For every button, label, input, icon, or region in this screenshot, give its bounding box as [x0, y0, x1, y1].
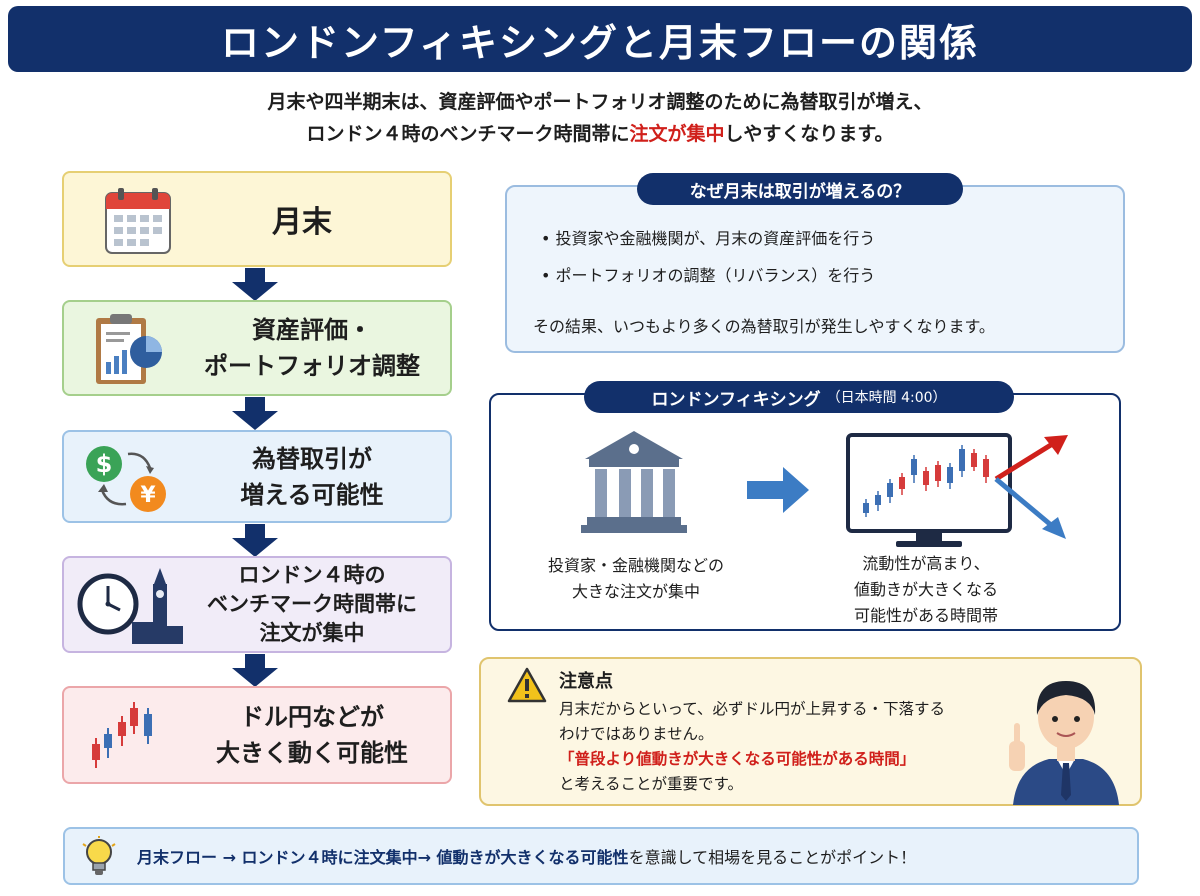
- why-result: その結果、いつもより多くの為替取引が発生しやすくなります。: [533, 317, 995, 336]
- why-panel: なぜ月末は取引が増えるの？ • 投資家や金融機関が、月末の資産評価を行う • ポ…: [505, 173, 1125, 353]
- caution-line-2: わけではありません。: [559, 725, 714, 743]
- step-3-text: 為替取引が 増える可能性: [184, 432, 440, 521]
- why-panel-heading: なぜ月末は取引が増えるの？: [637, 173, 963, 205]
- down-arrow-2: [232, 397, 278, 430]
- caution-line-1: 月末だからといって、必ずドル円が上昇する・下落する: [559, 700, 945, 718]
- intro-line-2-a: ロンドン４時のベンチマーク時間帯に: [306, 123, 630, 145]
- step-1-line-1: 月末: [272, 205, 332, 240]
- clipboard-chart-icon: [96, 314, 162, 384]
- down-arrow-1: [232, 268, 278, 301]
- bottom-part-1: 月末フロー → ロンドン４時に: [137, 848, 354, 867]
- right-arrow-icon: [747, 467, 809, 513]
- warning-icon: [507, 667, 547, 703]
- step-2-line-2: ポートフォリオ調整: [204, 352, 420, 380]
- fixing-right-caption-3: 可能性がある時間帯: [853, 606, 998, 625]
- step-asset-valuation: 資産評価・ ポートフォリオ調整: [62, 300, 452, 396]
- candlestick-icon: [92, 702, 152, 768]
- step-london-4pm: ロンドン４時の ベンチマーク時間帯に 注文が集中: [62, 556, 452, 653]
- caution-highlight: 「普段より値動きが大きくなる可能性がある時間」: [559, 750, 916, 768]
- clock-big-ben-icon: [77, 568, 183, 644]
- intro-line-2: ロンドン４時のベンチマーク時間帯に注文が集中しやすくなります。: [0, 118, 1200, 150]
- step-5-text: ドル円などが 大きく動く可能性: [184, 688, 440, 782]
- bottom-summary-bar: 月末フロー → ロンドン４時に注文集中 → 値動きが大きくなる可能性を意識して相…: [63, 827, 1139, 885]
- calendar-icon: [105, 188, 171, 254]
- caution-panel: 注意点 月末だからといって、必ずドル円が上昇する・下落する わけではありません。…: [479, 657, 1142, 806]
- currency-exchange-icon: $ ¥: [86, 446, 166, 512]
- title-banner: ロンドンフィキシングと月末フローの関係: [8, 6, 1192, 72]
- step-4-line-1: ロンドン４時の: [238, 563, 386, 587]
- step-month-end: 月末: [62, 171, 452, 267]
- step-4-line-3: 注文が集中: [259, 621, 365, 645]
- step-5-line-1: ドル円などが: [240, 703, 384, 731]
- fixing-heading-text: ロンドンフィキシング: [651, 389, 821, 410]
- lightbulb-icon: [82, 836, 116, 875]
- step-3-line-1: 為替取引が: [252, 444, 372, 473]
- caution-heading: 注意点: [559, 671, 613, 692]
- fixing-right-caption: 流動性が高まり、 値動きが大きくなる 可能性がある時間帯: [821, 551, 1031, 629]
- svg-text:$: $: [96, 450, 113, 478]
- bottom-part-2: 注文集中: [353, 848, 418, 867]
- step-4-line-2: ベンチマーク時間帯に: [207, 592, 417, 616]
- caution-body: 月末だからといって、必ずドル円が上昇する・下落する わけではありません。 「普段…: [559, 697, 945, 797]
- fixing-left-caption-1: 投資家・金融機関などの: [547, 556, 724, 575]
- fixing-right-caption-2: 値動きが大きくなる: [853, 580, 998, 599]
- bottom-part-3: → 値動きが大きくなる可能性: [417, 848, 629, 867]
- intro-line-1: 月末や四半期末は、資産評価やポートフォリオ調整のために為替取引が増え、: [267, 91, 933, 113]
- step-5-line-2: 大きく動く可能性: [216, 739, 408, 767]
- why-bullet-2-text: ポートフォリオの調整（リバランス）を行う: [555, 266, 876, 285]
- step-1-text: 月末: [164, 173, 440, 265]
- caution-line-4: と考えることが重要です。: [559, 775, 743, 793]
- bottom-part-4: を意識して相場を見ることがポイント！: [628, 848, 917, 867]
- businessman-icon: [1009, 681, 1119, 805]
- bank-icon: [581, 431, 687, 533]
- intro-highlight: 注文が集中: [629, 123, 725, 145]
- fixing-panel-heading: ロンドンフィキシング （日本時間 4:00）: [584, 381, 1014, 413]
- why-bullet-1-text: 投資家や金融機関が、月末の資産評価を行う: [555, 229, 876, 248]
- svg-text:¥: ¥: [140, 483, 156, 508]
- down-arrow-3: [232, 524, 278, 557]
- fixing-panel: ロンドンフィキシング （日本時間 4:00）: [489, 381, 1121, 631]
- step-4-text: ロンドン４時の ベンチマーク時間帯に 注文が集中: [184, 558, 440, 651]
- fixing-left-caption: 投資家・金融機関などの 大きな注文が集中: [511, 553, 761, 605]
- monitor-chart-icon: [846, 433, 1068, 547]
- fixing-left-caption-2: 大きな注文が集中: [571, 582, 700, 601]
- fixing-right-caption-1: 流動性が高まり、: [862, 554, 990, 573]
- bottom-summary-text: 月末フロー → ロンドン４時に注文集中 → 値動きが大きくなる可能性を意識して相…: [137, 829, 916, 883]
- why-bullet-1: • 投資家や金融機関が、月末の資産評価を行う: [541, 229, 876, 248]
- intro-line-2-b: しやすくなります。: [724, 123, 894, 145]
- step-usdjpy-volatility: ドル円などが 大きく動く可能性: [62, 686, 452, 784]
- page-title: ロンドンフィキシングと月末フローの関係: [220, 20, 980, 65]
- step-3-line-2: 増える可能性: [240, 480, 384, 509]
- step-2-line-1: 資産評価・: [252, 316, 372, 344]
- fixing-heading-note: （日本時間 4:00）: [826, 390, 947, 406]
- why-bullet-2: • ポートフォリオの調整（リバランス）を行う: [541, 266, 876, 285]
- down-arrow-4: [232, 654, 278, 687]
- intro-text: 月末や四半期末は、資産評価やポートフォリオ調整のために為替取引が増え、 ロンドン…: [0, 86, 1200, 150]
- step-fx-increase: $ ¥ 為替取引が 増える可能性: [62, 430, 452, 523]
- step-2-text: 資産評価・ ポートフォリオ調整: [184, 302, 440, 394]
